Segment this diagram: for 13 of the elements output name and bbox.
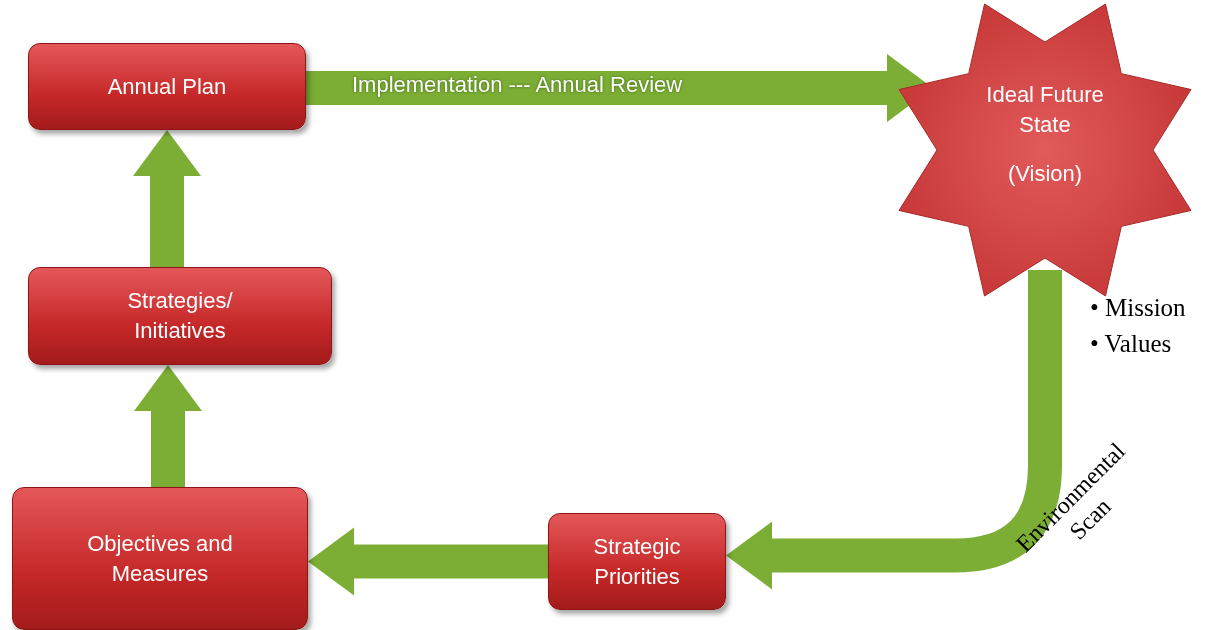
bullet-item: • Values — [1090, 329, 1172, 360]
process-box: Strategies/ Initiatives — [28, 267, 332, 365]
process-box: Annual Plan — [28, 43, 306, 130]
block-arrow — [308, 527, 548, 596]
block-arrow — [134, 365, 202, 487]
block-arrow — [726, 270, 1062, 590]
bullet-item: • Mission — [1090, 293, 1186, 323]
block-arrow — [133, 130, 201, 267]
edge-label: Implementation --- Annual Review — [352, 72, 683, 98]
star-title: Ideal Future State — [985, 81, 1105, 139]
process-box: Objectives and Measures — [12, 487, 308, 630]
process-box: Strategic Priorities — [548, 513, 726, 610]
star-subtitle: (Vision) — [1007, 160, 1083, 189]
